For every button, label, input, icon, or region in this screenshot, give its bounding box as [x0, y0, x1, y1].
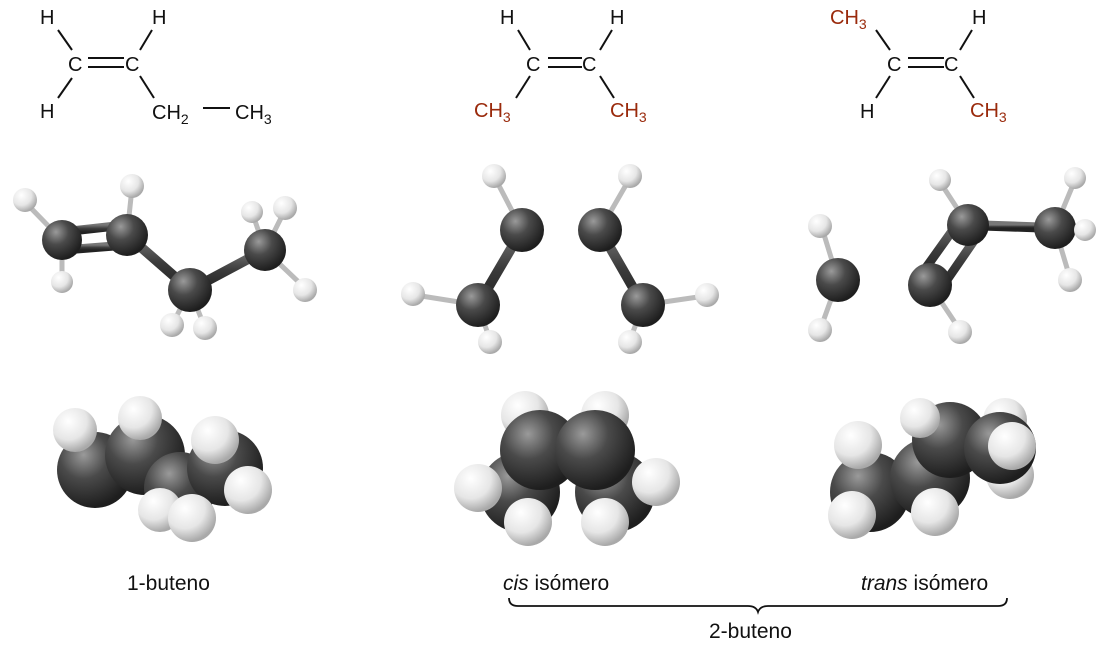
space-filling-cis-2-butene — [454, 391, 680, 546]
formula-carbon-2: C — [944, 54, 958, 76]
formula-h-top-left: H — [40, 7, 54, 29]
caption-cis-isomer: cis isómero — [503, 572, 609, 595]
formula-ch3-right: CH3 — [610, 100, 647, 125]
formula-trans-2-butene: CH3 H C C H CH3 — [830, 7, 1007, 125]
formula-ch3-left: CH3 — [474, 100, 511, 125]
caption-1-butene: 1-buteno — [127, 572, 210, 595]
ball-stick-1-butene — [13, 174, 317, 340]
formula-ch2: CH2 — [152, 102, 189, 127]
formula-h-left: H — [500, 7, 514, 29]
space-filling-1-butene — [53, 396, 272, 542]
formula-carbon-1: C — [887, 54, 901, 76]
formula-ch3-bottom: CH3 — [970, 100, 1007, 125]
grouping-brace — [508, 597, 1008, 615]
formula-h-top: H — [972, 7, 986, 29]
formula-h-right: H — [610, 7, 624, 29]
formula-ch3: CH3 — [235, 102, 272, 127]
space-filling-trans-2-butene — [828, 398, 1036, 539]
caption-trans-isomer: trans isómero — [861, 572, 988, 595]
formula-ch3-top: CH3 — [830, 7, 867, 32]
formula-carbon-2: C — [582, 54, 596, 76]
ball-stick-cis-2-butene — [401, 164, 719, 354]
formula-h-bottom: H — [860, 101, 874, 123]
formula-carbon-2: C — [125, 54, 139, 76]
formula-carbon-1: C — [526, 54, 540, 76]
formula-cis-2-butene: H H C C CH3 CH3 — [474, 7, 647, 125]
formula-1-butene: H H H C C CH2 CH3 — [40, 7, 272, 127]
caption-2-butene: 2-buteno — [709, 620, 792, 643]
formula-carbon-1: C — [68, 54, 82, 76]
ball-stick-trans-2-butene — [808, 167, 1096, 344]
formula-h-bottom-left: H — [40, 101, 54, 123]
formula-h-top-right: H — [152, 7, 166, 29]
